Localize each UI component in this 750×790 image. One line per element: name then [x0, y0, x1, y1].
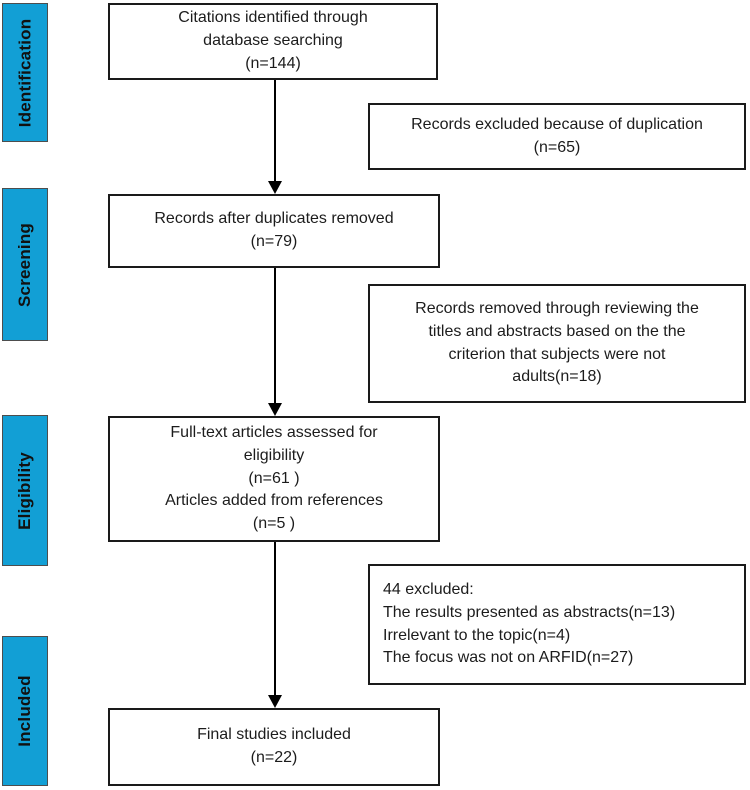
side-box-removed-title-abstract: Records removed through reviewing the ti… [368, 284, 746, 403]
down-arrow-screening-to-eligibility [267, 268, 283, 416]
stage-label-eligibility-text: Eligibility [15, 451, 35, 530]
flow-box-citations-identified-text: Citations identified through database se… [178, 9, 368, 72]
flow-box-records-after-duplicates-text: Records after duplicates removed (n=79) [154, 210, 394, 250]
stage-label-identification: Identification [2, 3, 48, 142]
side-box-excluded-duplication: Records excluded because of duplication … [368, 103, 746, 170]
stage-label-screening: Screening [2, 188, 48, 341]
flow-box-fulltext-assessed-text: Full-text articles assessed for eligibil… [165, 424, 383, 533]
side-box-excluded-duplication-text: Records excluded because of duplication … [411, 115, 703, 156]
flow-box-final-studies: Final studies included (n=22) [108, 708, 440, 786]
flow-box-citations-identified: Citations identified through database se… [108, 3, 438, 80]
stage-label-screening-text: Screening [15, 222, 34, 307]
stage-label-identification-text: Identification [15, 18, 35, 127]
side-box-excluded-fulltext-text: 44 excluded: The results presented as ab… [383, 581, 676, 667]
flow-box-fulltext-assessed: Full-text articles assessed for eligibil… [108, 416, 440, 542]
side-box-excluded-fulltext: 44 excluded: The results presented as ab… [368, 564, 746, 685]
down-arrow-identification-to-screening [267, 80, 283, 194]
stage-label-included-text: Included [15, 675, 34, 747]
flow-box-records-after-duplicates: Records after duplicates removed (n=79) [108, 194, 440, 268]
down-arrow-eligibility-to-included [267, 542, 283, 708]
side-box-removed-title-abstract-text: Records removed through reviewing the ti… [415, 300, 699, 386]
stage-label-included: Included [2, 636, 48, 786]
flow-box-final-studies-text: Final studies included (n=22) [197, 726, 351, 766]
stage-label-eligibility: Eligibility [2, 415, 48, 566]
